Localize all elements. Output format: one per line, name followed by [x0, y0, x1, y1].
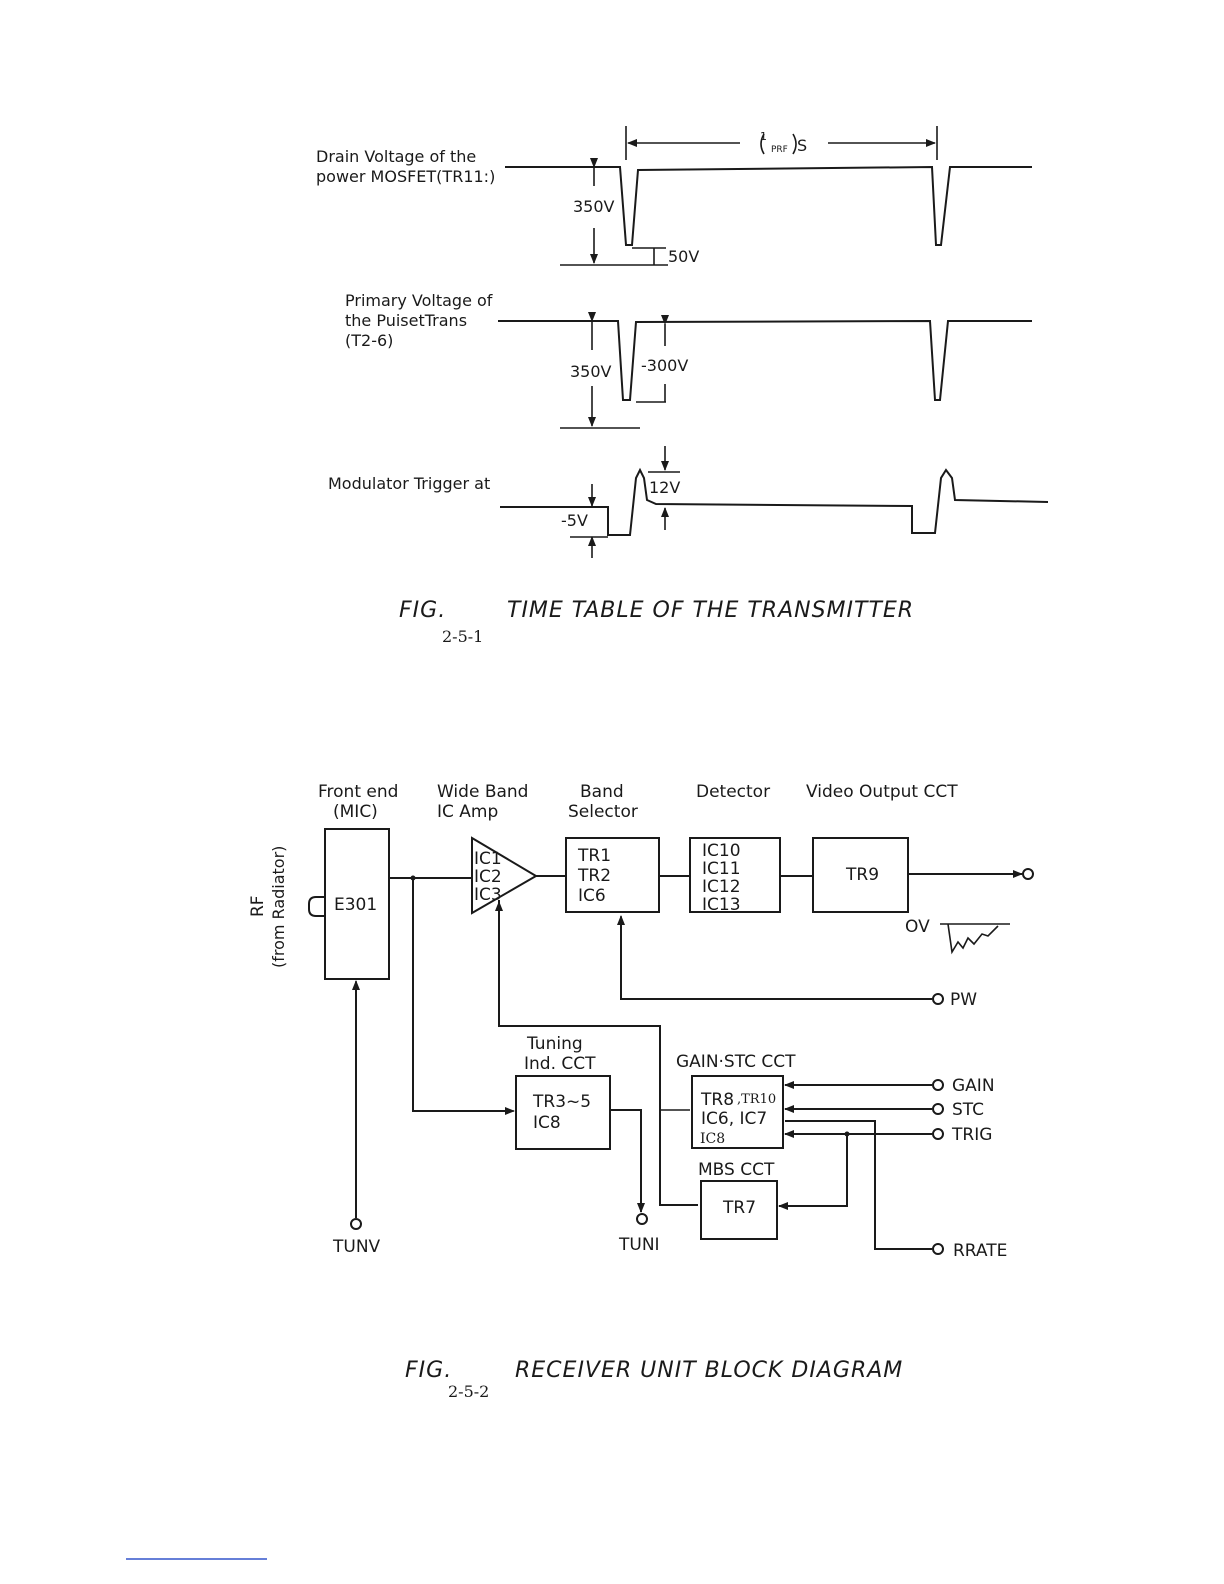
gain-line3: IC8: [700, 1131, 725, 1147]
trace2-waveform: [498, 319, 1032, 401]
block-amp-triangle: [471, 836, 538, 915]
video-out-terminal[interactable]: [1022, 868, 1034, 880]
pw-label: PW: [950, 990, 977, 1010]
trace2-swing-label: 350V: [570, 362, 612, 381]
ov-label: OV: [905, 917, 930, 937]
wire-branch-tuning: [412, 878, 512, 1112]
rrate-label: RRATE: [953, 1241, 1007, 1261]
det-ic10: IC10: [702, 841, 741, 861]
fig1-caption-number: 2-5-1: [442, 627, 483, 646]
gain-line1b: ,TR10: [737, 1092, 776, 1107]
block-tuning-ind: [515, 1075, 611, 1150]
fig2-caption-number: 2-5-2: [448, 1382, 489, 1401]
amp-ic3: IC3: [474, 885, 502, 905]
wire-pw: [620, 917, 932, 1000]
tuning-hdr-sub: Ind. CCT: [524, 1054, 596, 1074]
timing-diagram: 1 PRF S Drain Voltage of the power MOSFE…: [316, 126, 1049, 646]
mbs-hdr: MBS CCT: [698, 1160, 775, 1180]
band-ic6: IC6: [578, 886, 606, 906]
rrate-terminal[interactable]: [932, 1243, 944, 1255]
hdr-video-output: Video Output CCT: [806, 782, 958, 802]
band-tr2: TR2: [577, 866, 611, 886]
trace1-low-label: 50V: [668, 247, 699, 266]
trig-terminal[interactable]: [932, 1128, 944, 1140]
tuni-label: TUNI: [618, 1235, 660, 1255]
hdr-wideband: Wide Band: [437, 782, 528, 802]
wire-tuning-out: [610, 1109, 642, 1212]
tuning-hdr: Tuning: [526, 1034, 583, 1054]
gain-line1: TR8: [700, 1090, 734, 1110]
trig-label: TRIG: [951, 1125, 992, 1145]
wire-trig-to-mbs: [779, 1134, 848, 1207]
fig1-caption-fig: FIG.: [399, 598, 446, 623]
trace1-swing-label: 350V: [573, 197, 615, 216]
video-waveform-sketch: [940, 923, 1010, 955]
trace1-label-line1: Drain Voltage of the: [316, 147, 476, 166]
tr9-label: TR9: [845, 865, 879, 885]
wire-rrate: [785, 1120, 932, 1250]
tunv-terminal[interactable]: [350, 1218, 362, 1230]
tunv-label: TUNV: [332, 1237, 381, 1257]
wire-amp-control: [498, 900, 698, 1206]
trace-primary-voltage: Primary Voltage of the PuisetTrans (T2-6…: [345, 291, 1032, 429]
trace1-label-line2: power MOSFET(TR11:): [316, 167, 495, 186]
trace2-label-line3: (T2-6): [345, 331, 393, 350]
tuning-line1: TR3~5: [532, 1092, 591, 1112]
trace3-neg-label: -5V: [561, 511, 588, 530]
hdr-band-sub: Selector: [568, 802, 638, 822]
stc-label: STC: [952, 1100, 984, 1120]
gain-terminal[interactable]: [932, 1079, 944, 1091]
hdr-band: Band: [580, 782, 624, 802]
hdr-wideband-sub: IC Amp: [437, 802, 498, 822]
amp-ic2: IC2: [474, 867, 502, 887]
rf-input-loop: [308, 896, 325, 917]
det-ic12: IC12: [702, 877, 741, 897]
tuni-terminal[interactable]: [636, 1213, 648, 1225]
hdr-front-end: Front end: [318, 782, 398, 802]
stc-terminal[interactable]: [932, 1103, 944, 1115]
trace1-waveform: [505, 165, 1032, 246]
trace-drain-voltage: Drain Voltage of the power MOSFET(TR11:)…: [316, 147, 1032, 266]
period-denominator: PRF: [771, 145, 788, 155]
trace2-neg-label: -300V: [641, 356, 688, 375]
e301-label: E301: [334, 895, 377, 915]
gain-stc-hdr: GAIN·STC CCT: [676, 1052, 796, 1072]
gain-line2: IC6, IC7: [701, 1109, 767, 1129]
fig2-caption-title: RECEIVER UNIT BLOCK DIAGRAM: [515, 1358, 903, 1383]
pw-terminal[interactable]: [932, 993, 944, 1005]
amp-ic1: IC1: [474, 849, 502, 869]
tuning-line2: IC8: [533, 1113, 561, 1133]
fig2-caption-fig: FIG.: [405, 1358, 452, 1383]
trace2-label-line1: Primary Voltage of: [345, 291, 493, 310]
period-dimension: 1 PRF S: [625, 126, 938, 160]
fig2-caption: FIG. RECEIVER UNIT BLOCK DIAGRAM 2-5-2: [405, 1358, 903, 1401]
fig1-caption-title: TIME TABLE OF THE TRANSMITTER: [507, 598, 914, 623]
fig1-caption: FIG. TIME TABLE OF THE TRANSMITTER 2-5-1: [399, 598, 914, 646]
trace2-label-line2: the PuisetTrans: [345, 311, 467, 330]
tr7-label: TR7: [722, 1198, 756, 1218]
period-suffix: S: [797, 136, 807, 155]
block-diagram: Front end (MIC) Wide Band IC Amp Band Se…: [248, 782, 1034, 1401]
hdr-front-end-sub: (MIC): [333, 802, 378, 822]
trace3-pos-label: 12V: [649, 478, 680, 497]
hdr-detector: Detector: [696, 782, 770, 802]
gain-label: GAIN: [952, 1076, 995, 1096]
trace3-waveform: [500, 467, 1049, 536]
band-tr1: TR1: [577, 846, 611, 866]
trace3-label: Modulator Trigger at: [328, 474, 490, 493]
det-ic13: IC13: [702, 895, 741, 915]
trace-modulator-trigger: Modulator Trigger at -5V 12V: [328, 446, 1049, 558]
rf-sub-label: (from Radiator): [269, 846, 288, 968]
block-mbs: [700, 1180, 778, 1240]
block-gain-stc: [691, 1075, 784, 1149]
block-e301: [324, 828, 390, 980]
rf-label: RF: [248, 895, 268, 917]
det-ic11: IC11: [702, 859, 741, 879]
